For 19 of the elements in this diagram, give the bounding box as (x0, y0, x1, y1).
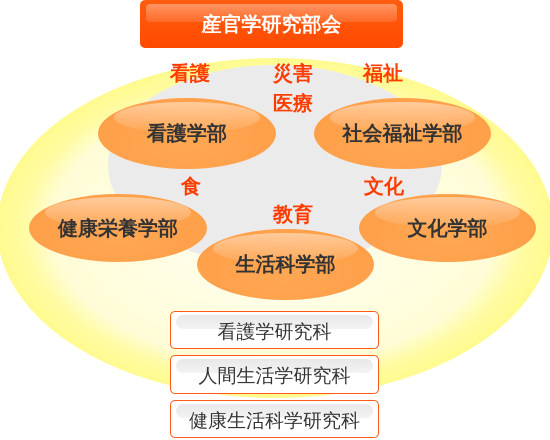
faculty-name: 健康栄養学部 (58, 214, 178, 242)
faculty-name: 社会福祉学部 (342, 120, 462, 147)
faculty-name: 文化学部 (408, 214, 488, 242)
committee-banner (140, 0, 403, 48)
theme-label: 福祉 (363, 61, 403, 85)
graduate-school-box (170, 355, 379, 394)
theme-label: 災害医療 (272, 60, 314, 117)
faculty-name: 看護学部 (147, 120, 227, 147)
committee-name: 産官学研究部会 (202, 10, 342, 38)
graduate-school-box (170, 311, 379, 349)
graduate-school-name: 看護学研究科 (218, 320, 332, 344)
theme-label: 教育 (273, 202, 313, 226)
graduate-school-box (170, 400, 379, 438)
theme-label: 看護 (170, 61, 210, 85)
graduate-school-name: 健康生活科学研究科 (189, 408, 360, 434)
theme-label: 食 (181, 174, 201, 198)
faculty-name: 生活科学部 (236, 251, 336, 278)
theme-label: 文化 (364, 174, 404, 198)
graduate-school-name: 人間生活学研究科 (198, 364, 350, 389)
